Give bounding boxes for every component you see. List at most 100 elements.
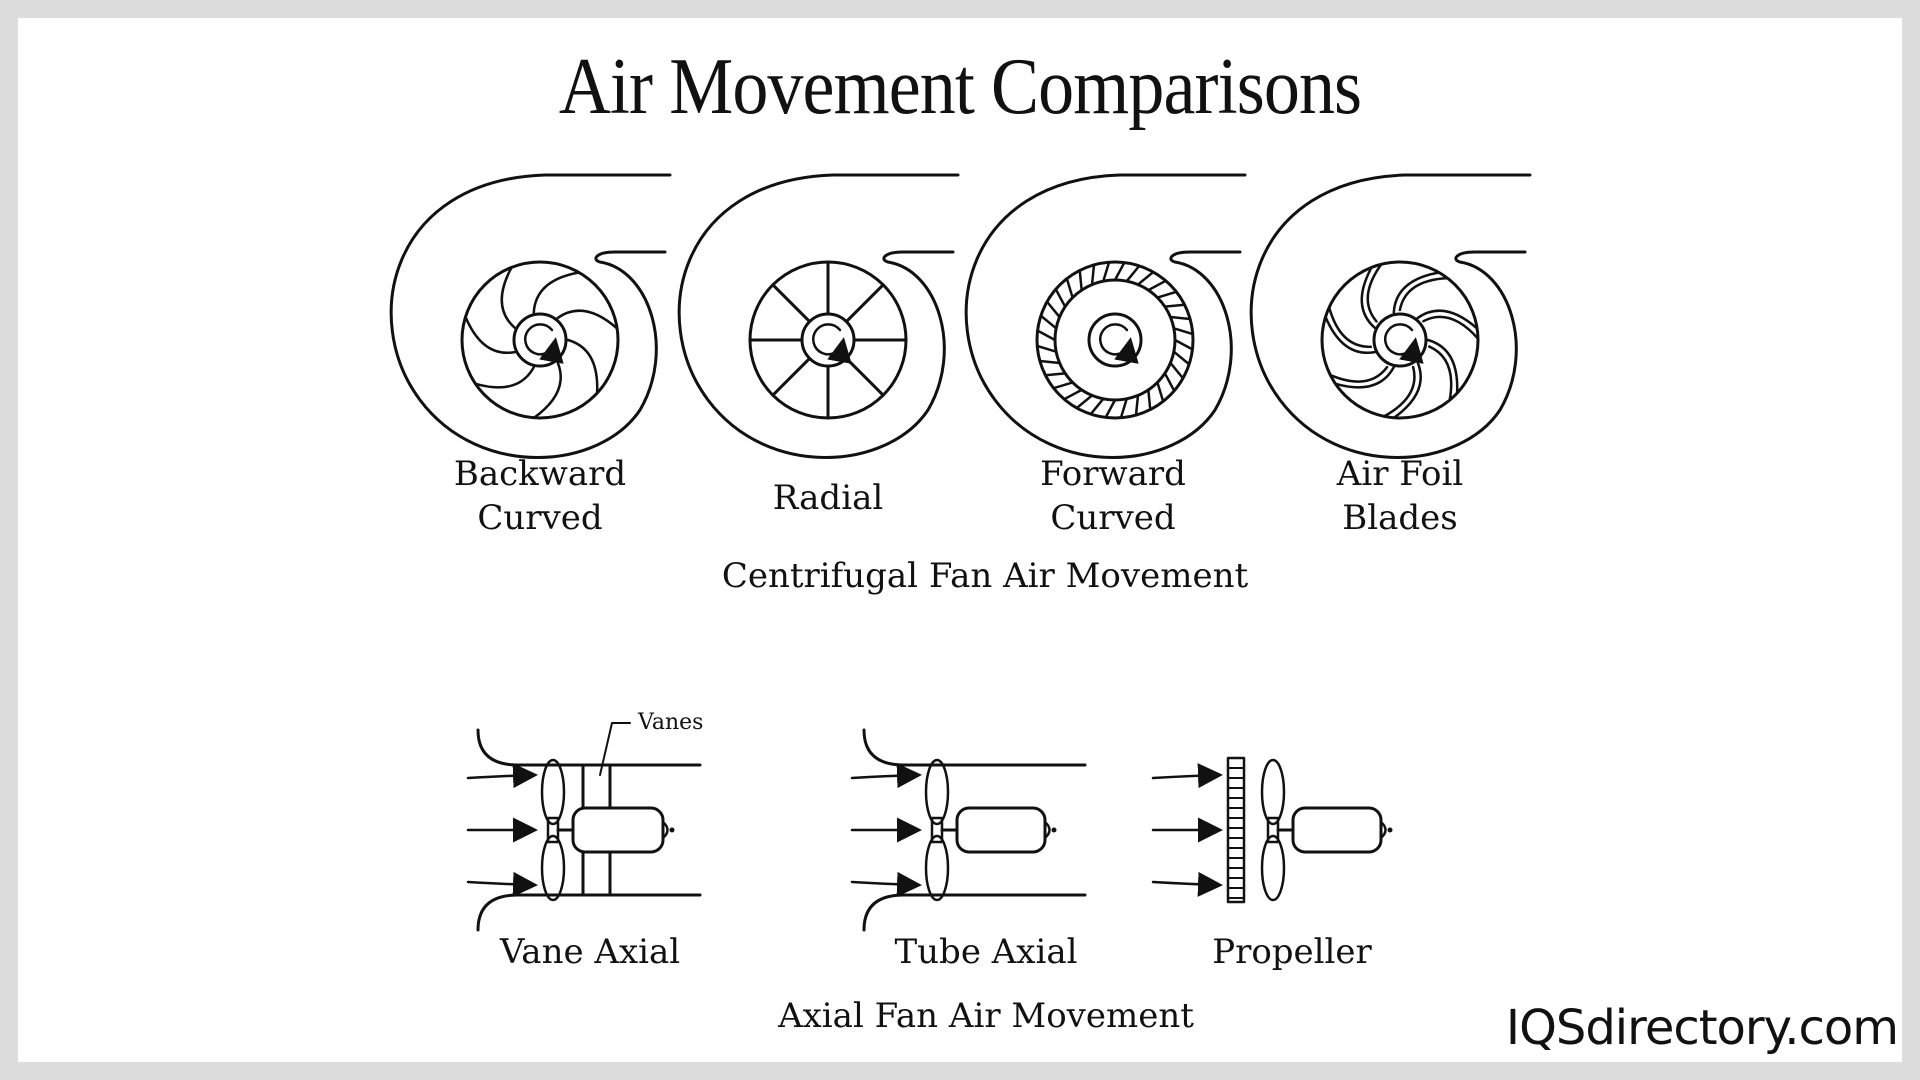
diagram-frame [18,18,1902,1062]
forward-blade [1045,300,1061,319]
foil-blade-edge [1428,345,1453,402]
propeller-blade [1260,834,1286,902]
forward-blade [1065,277,1074,299]
airflow-arrow-icon [850,871,922,897]
curved-blade [1360,266,1377,330]
centrifugal-fan-radial [677,173,960,459]
curved-blade [464,315,517,355]
impeller-rim [1035,260,1195,420]
forward-blade [1035,344,1058,353]
curved-blade [500,266,517,330]
airflow-arrow-icon [850,763,922,789]
fan-label-tube-axial: Tube Axial [894,932,1078,972]
radial-blade [771,356,812,397]
centrifugal-fans [389,173,1532,459]
forward-blade [1169,361,1185,380]
forward-blade [1147,279,1168,292]
forward-blade [1156,381,1165,403]
hub [1372,312,1428,368]
rotation-arrow-icon [812,323,852,364]
forward-blade [1102,260,1111,283]
rotation-arrow-icon [1099,323,1139,364]
forward-blade [1173,338,1194,351]
motor-cap [661,820,669,840]
rotation-arrow-icon [524,323,564,364]
axial-fan-vane-axial [466,722,702,932]
forward-blade [1119,397,1128,420]
airflow-arrow-icon [1151,871,1223,897]
propeller-blade [924,758,950,826]
curved-blade [1426,338,1459,395]
forward-blade [1104,398,1117,419]
curved-blade [1416,309,1479,330]
propeller-blade [1260,758,1286,826]
forward-blade [1134,394,1140,417]
hub [1087,312,1143,368]
axial-fan-tube-axial [850,728,1087,932]
centrifugal-fan-forward-curved [964,173,1247,459]
volute-housing [677,173,960,459]
motor-body [571,806,665,854]
impeller-rim [1320,260,1480,420]
foil-blade-edge [1327,306,1373,349]
foil-blade-edge [1422,315,1480,340]
forward-blade [1075,394,1094,410]
forward-blade [1078,269,1083,292]
centrifugal-fan-backward-curved [389,173,672,459]
curved-blade [532,271,581,314]
foil-blade-edge [1398,276,1449,312]
forward-blade [1044,372,1067,377]
forward-blade [1136,270,1155,286]
forward-blade [1172,350,1191,366]
axial-fan-propeller [1151,756,1393,904]
radial-blade [771,283,812,324]
forward-blade [1163,372,1176,393]
forward-blade [1062,388,1083,401]
fan-label-vane-axial: Vane Axial [499,932,681,972]
motor-cap [1043,820,1051,840]
forward-blade [1038,359,1061,365]
curved-blade [474,366,536,389]
vanes-callout-label: Vanes [638,710,704,735]
duct-wall-top [476,728,702,767]
forward-blade [1090,263,1096,286]
radial-blade [844,283,885,324]
rotation-arrow-icon [1384,323,1424,364]
brand-watermark: IQSdirectory.com [1505,1000,1899,1056]
forward-blade [1054,287,1067,308]
forward-blade [1147,388,1152,411]
forward-blade [1172,327,1195,336]
radial-blade [844,356,885,397]
foil-blade-edge [1366,263,1383,323]
fan-label-radial: Radial [772,478,884,518]
duct-wall-bottom [862,893,1087,932]
curved-blade [566,338,599,395]
airflow-arrow-icon [466,871,538,897]
centrifugal-group-label: Centrifugal Fan Air Movement [721,556,1249,596]
curved-blade [1324,315,1377,355]
forward-blade [1039,314,1058,330]
forward-blade [1163,303,1186,308]
axial-fans [466,722,1393,932]
duct-wall-bottom [476,893,702,932]
axial-group-label: Axial Fan Air Movement [778,996,1194,1036]
motor-end [669,827,675,833]
foil-blade-edge [1382,365,1416,418]
vanes-callout-line [599,722,631,776]
volute-housing [1249,173,1532,459]
forward-blade [1125,264,1141,283]
page-title: Air Movement Comparisons [558,43,1362,131]
forward-blade [1169,315,1192,321]
hub [512,312,568,368]
volute-housing [389,173,672,459]
curved-blade [1392,360,1422,420]
impeller-rim [460,260,620,420]
forward-blade [1156,290,1178,299]
curved-blade [1334,366,1396,389]
curved-blade [1392,271,1441,314]
foil-blade-edge [1329,365,1389,383]
